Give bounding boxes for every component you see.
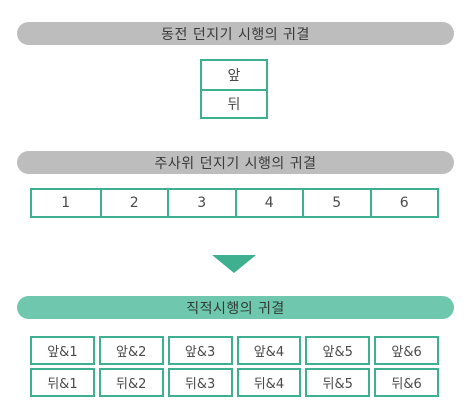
dice-section-title: 주사위 던지기 시행의 귀결 — [17, 151, 454, 174]
dice-outcome-5: 5 — [302, 190, 370, 216]
combo-cell: 앞&6 — [374, 336, 439, 365]
combo-cell: 앞&4 — [236, 336, 302, 365]
combo-cell: 앞&5 — [305, 336, 371, 365]
combo-cell: 앞&1 — [30, 336, 95, 365]
coin-outcome-box: 앞 뒤 — [200, 59, 268, 119]
dice-outcome-row: 1 2 3 4 5 6 — [30, 188, 439, 218]
combo-cell: 뒤&2 — [98, 368, 164, 397]
dice-outcome-2: 2 — [99, 190, 168, 216]
combo-cell: 앞&2 — [98, 336, 164, 365]
combo-cell: 뒤&4 — [236, 368, 302, 397]
dice-outcome-4: 4 — [234, 190, 303, 216]
combo-cell: 뒤&5 — [305, 368, 371, 397]
combo-cell: 앞&3 — [167, 336, 233, 365]
product-outcome-grid: 앞&1 앞&2 앞&3 앞&4 앞&5 앞&6 뒤&1 뒤&2 뒤&3 뒤&4 … — [30, 336, 439, 397]
dice-outcome-1: 1 — [61, 195, 71, 211]
coin-outcome-tails: 뒤 — [202, 89, 266, 117]
coin-section-title: 동전 던지기 시행의 귀결 — [17, 22, 454, 45]
combo-cell: 뒤&3 — [167, 368, 233, 397]
coin-outcome-heads: 앞 — [227, 68, 241, 84]
product-section-title: 직적시행의 귀결 — [17, 296, 454, 319]
combo-cell: 뒤&6 — [374, 368, 439, 397]
dice-outcome-3: 3 — [167, 190, 235, 216]
dice-outcome-6: 6 — [369, 190, 438, 216]
combo-cell: 뒤&1 — [30, 368, 95, 397]
down-arrow-icon — [212, 255, 256, 273]
